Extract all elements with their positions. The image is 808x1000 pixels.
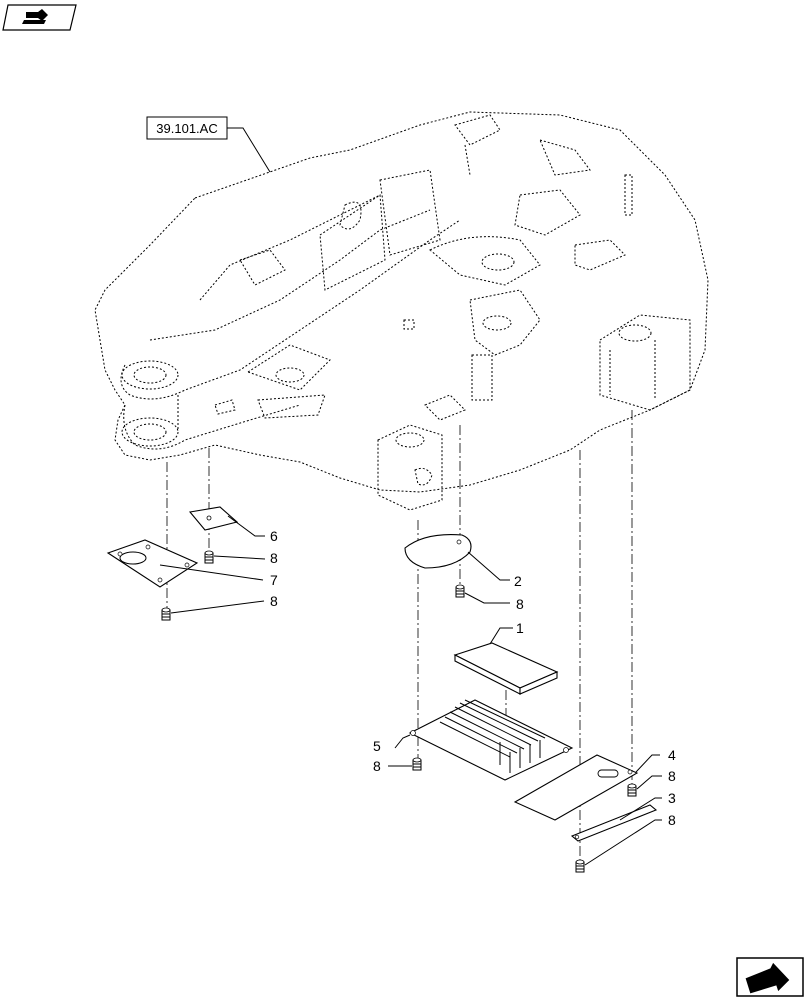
bolt-8-a[interactable] [204,550,266,564]
part-7-cover-plate[interactable] [106,539,264,588]
callout-4: 4 [668,747,676,763]
callout-8-f: 8 [668,812,676,828]
part-6-plate[interactable] [188,506,265,537]
callout-8-d: 8 [373,758,381,774]
part-1-pad[interactable] [453,627,559,695]
callout-8-e: 8 [668,768,676,784]
next-page-arrow-icon[interactable] [736,957,804,997]
bolt-8-f[interactable] [575,819,662,873]
callout-2: 2 [514,573,522,589]
callout-8-b: 8 [270,593,278,609]
part-2-round-cover[interactable] [404,533,510,581]
bolt-8-c[interactable] [455,584,510,604]
callout-6: 6 [270,528,278,544]
book-arrow-icon[interactable] [2,4,77,31]
part-4-slotted-plate[interactable] [513,754,660,821]
callout-8-c: 8 [516,596,524,612]
bolt-8-d[interactable] [388,757,422,771]
callout-5: 5 [373,738,381,754]
part-5-grate-plate[interactable] [394,699,574,781]
callout-7: 7 [270,572,278,588]
bolt-8-b[interactable] [161,600,265,621]
callout-1: 1 [516,620,524,636]
part-3-strip[interactable] [570,797,662,842]
bolt-8-e[interactable] [627,775,662,797]
upper-frame [94,111,709,511]
callout-8-a: 8 [270,550,278,566]
callout-3: 3 [668,790,676,806]
reference-label: 39.101.AC [156,121,217,136]
reference-label-box[interactable]: 39.101.AC [146,116,271,173]
